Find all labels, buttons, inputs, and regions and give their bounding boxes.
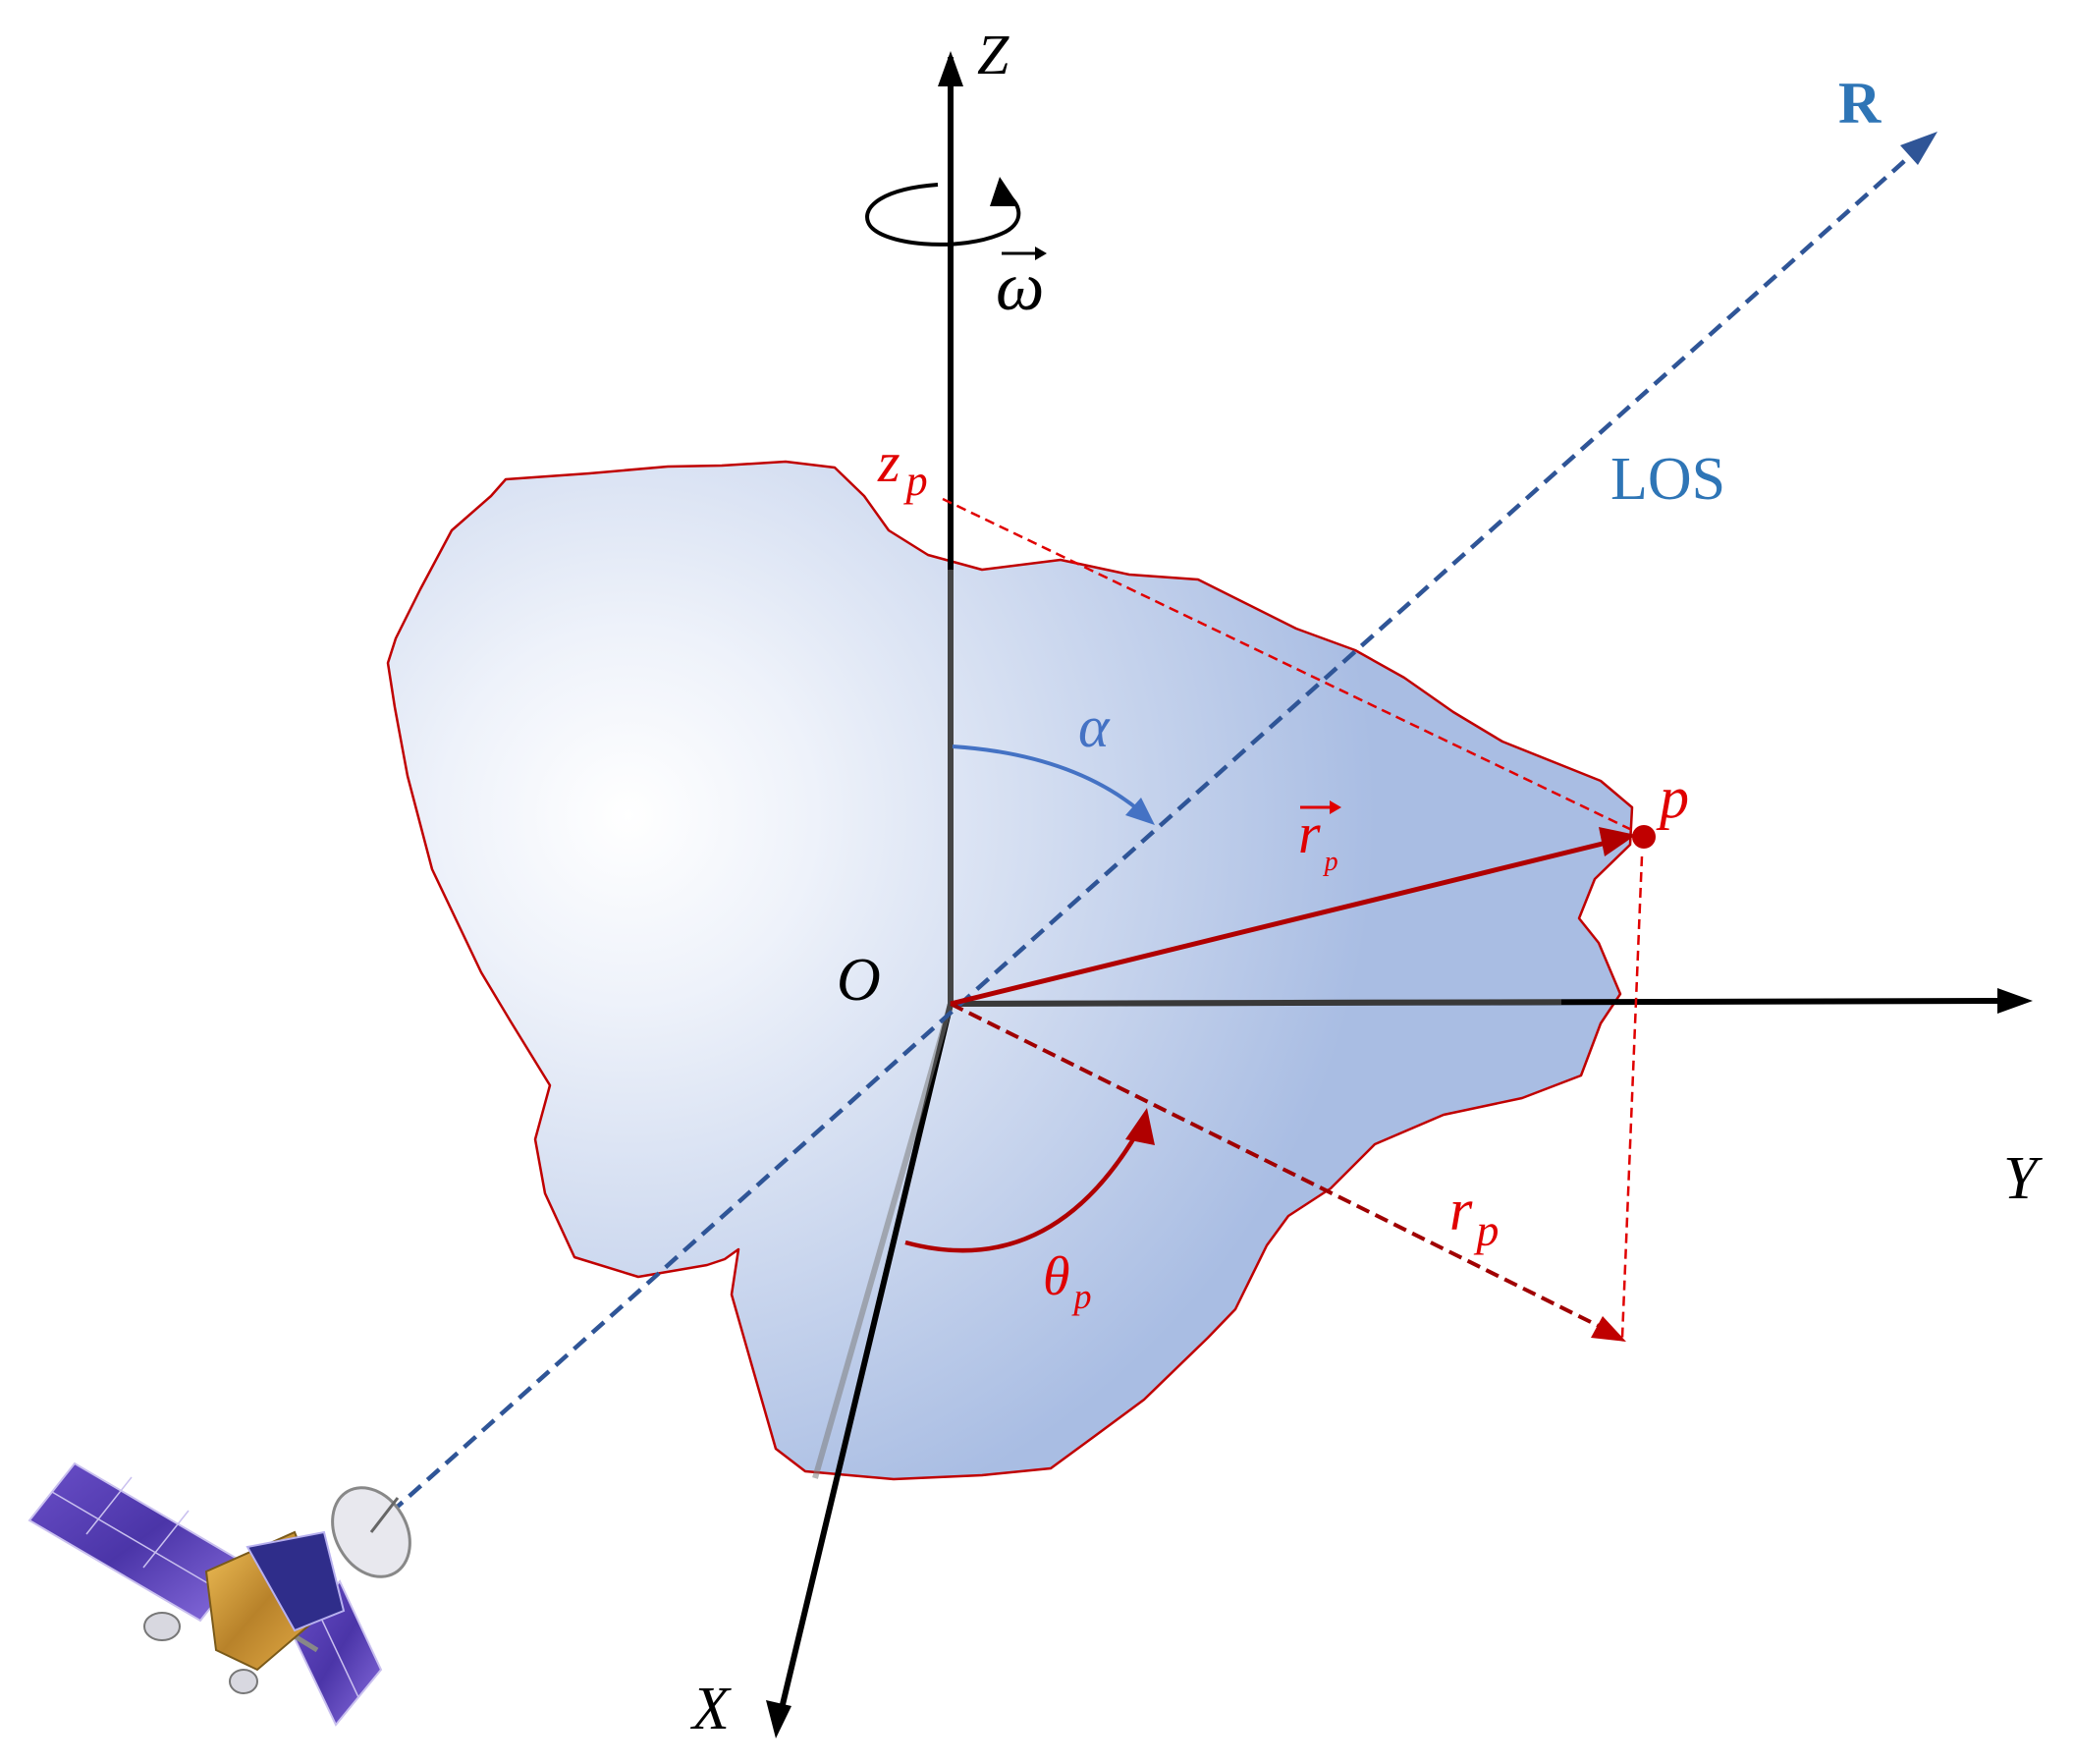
rp-vector-mark — [1300, 800, 1341, 814]
theta-arrowhead — [1125, 1108, 1155, 1145]
x-axis-inner-shade — [812, 1003, 954, 1479]
point-p — [1632, 825, 1656, 849]
target-body — [386, 460, 1634, 1481]
omega-vector-mark — [1002, 247, 1047, 260]
alpha-arc — [952, 744, 1141, 812]
origin-label: O — [837, 947, 881, 1014]
rp-vector-sub: p — [1323, 847, 1338, 877]
x-axis-arrowhead — [766, 1700, 791, 1738]
zp-projection-line — [942, 497, 1639, 835]
rp-vector — [950, 839, 1611, 1007]
los-arrowhead — [1900, 132, 1937, 165]
z-axis-arrowhead — [938, 51, 963, 86]
theta-arc — [904, 1128, 1141, 1253]
r-direction-label: R — [1838, 71, 1882, 136]
zp-main: z — [877, 430, 900, 494]
rp-proj-sub: p — [1473, 1205, 1499, 1255]
zp-sub: p — [903, 457, 928, 505]
y-axis-inner-shade — [950, 999, 1562, 1007]
y-axis — [950, 998, 2014, 1007]
alpha-label: α — [1078, 694, 1111, 759]
rp-projection-arrowhead — [1591, 1316, 1626, 1342]
z-axis-label: Z — [977, 23, 1009, 86]
los-line — [389, 145, 1922, 1515]
theta-sub: p — [1071, 1277, 1092, 1316]
theta-main: θ — [1043, 1246, 1070, 1307]
los-label: LOS — [1610, 446, 1725, 513]
rp-proj-label: rp — [1449, 1178, 1499, 1255]
y-axis-label: Y — [2003, 1145, 2043, 1212]
rp-vector-arrowhead — [1599, 827, 1636, 856]
rp-proj-main: r — [1449, 1178, 1473, 1242]
rp-vector-main: r — [1298, 801, 1321, 865]
x-axis-label: X — [689, 1676, 732, 1742]
rotation-arrow-icon — [865, 177, 1021, 250]
alpha-arrowhead — [1125, 798, 1155, 825]
omega-label: ω — [996, 249, 1044, 325]
satellite-icon — [27, 1461, 411, 1727]
p-drop-line — [1620, 855, 1644, 1339]
x-axis — [776, 1003, 954, 1722]
y-axis-arrowhead — [1997, 988, 2033, 1014]
point-p-label: p — [1656, 765, 1689, 830]
